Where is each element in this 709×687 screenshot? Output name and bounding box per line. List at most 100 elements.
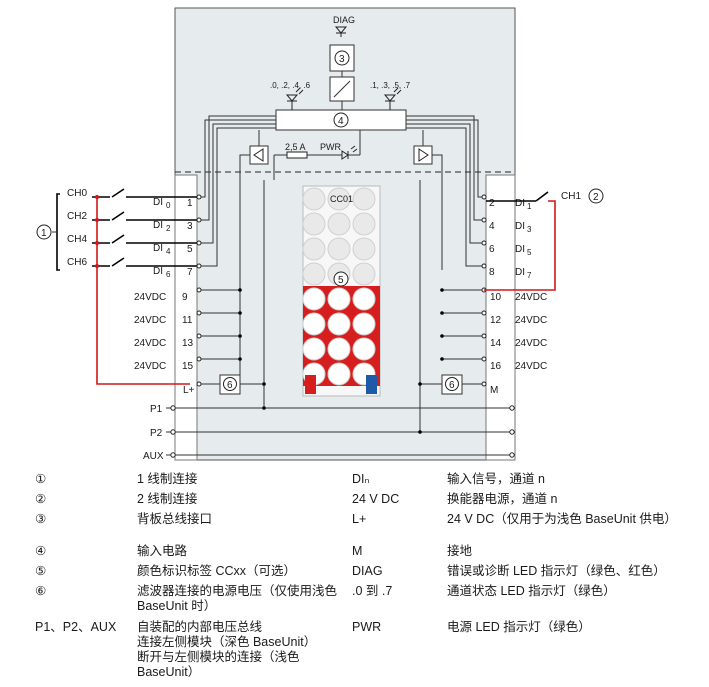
switch-icon [111,188,125,198]
legend-desc2: 电源 LED 指示灯（绿色） [447,620,591,634]
vdc-label: 24VDC [515,338,547,349]
cc-cell [352,212,376,236]
terminal-number: 12 [490,315,502,326]
vdc-label: 24VDC [134,315,166,326]
terminal-number: 10 [490,292,502,303]
fuse-icon [286,151,308,159]
di-label: DI [515,198,525,209]
terminal-number: 5 [187,244,193,255]
cc-cell [327,312,351,336]
color-code-labels [302,187,380,394]
marker-6-right: 6 [449,380,455,391]
cc-cell [302,212,326,236]
cc-cell [327,362,351,386]
di-subscript: 5 [527,248,532,257]
cc-cell [327,287,351,311]
cc-label: CC01 [330,194,353,204]
marker-1: 1 [41,228,47,239]
terminal-number: 7 [187,267,193,278]
terminal-number: 9 [182,292,188,303]
cc-cell [302,312,326,336]
terminal-number: 14 [490,338,502,349]
cc-cell [327,212,351,236]
vdc-label: 24VDC [134,338,166,349]
channel-ch1: CH1 [561,191,581,202]
di-subscript: 6 [166,270,171,279]
legend-desc2: 接地 [447,544,473,558]
filter-right [413,145,433,165]
legend-desc: 自装配的内部电压总线 连接左侧模块（深色 BaseUnit） 断开与左侧模块的连… [137,620,317,679]
switch-icon [111,257,125,267]
terminal-number: 6 [489,244,495,255]
vdc-label: 24VDC [515,315,547,326]
legend-sym: ① [35,472,47,486]
legend-desc: 1 线制连接 [137,472,198,486]
legend-sym2: M [352,544,363,558]
di-subscript: 0 [166,201,171,210]
cc-cell [302,237,326,261]
legend-desc: 颜色标识标签 CCxx（可选） [137,564,297,578]
di-label: DI [515,267,525,278]
bus-p1: P1 [150,404,163,415]
switch-icon [111,234,125,244]
lplus-label: L+ [183,385,195,396]
terminal-area-left [174,174,198,461]
cc-cell [352,237,376,261]
legend-desc: 背板总线接口 [137,512,213,526]
diag-label: DIAG [333,15,355,25]
di-label: DI [153,220,163,231]
legend-sym: ⑤ [35,564,47,578]
di-label: DI [515,244,525,255]
marker-3: 3 [339,54,345,65]
marker-5: 5 [338,275,344,286]
legend-sym2: .0 到 .7 [352,584,393,598]
legend-desc2: 通道状态 LED 指示灯（绿色） [447,584,616,598]
di-label: DI [515,221,525,232]
legend-sym: P1、P2、AUX [35,620,117,634]
cc-cell [352,262,376,286]
cc-cell [352,287,376,311]
legend-sym2: DIAG [352,564,383,578]
terminal-number: 4 [489,221,495,232]
diag-led-icon [334,26,348,37]
vdc-label: 24VDC [134,361,166,372]
legend-sym2: 24 V DC [352,492,400,506]
led-right-label: .1, .3, .5, .7 [370,81,411,90]
di-label: DI [153,243,163,254]
cc-cell [302,337,326,361]
channel-label: CH2 [67,211,87,222]
cc-cell [302,187,326,211]
channel-label: CH6 [67,257,87,268]
legend-desc: 输入电路 [137,544,188,558]
terminal-number: 3 [187,221,193,232]
marker-2: 2 [593,192,599,203]
legend-sym2: PWR [352,620,382,634]
channel-led-right-icon [383,87,402,110]
terminal-number: 13 [182,338,194,349]
legend-sym: ⑥ [35,584,47,598]
legend-desc2: 错误或诊断 LED 指示灯（绿色、红色） [447,564,666,578]
cc-cell [302,287,326,311]
terminal-number: 16 [490,361,502,372]
m-label: M [490,385,498,396]
bus-p2: P2 [150,428,163,439]
switch-icon [535,191,549,202]
bus-aux: AUX [143,451,164,462]
cc-cell [327,337,351,361]
fuse-label: 2,5 A [285,142,306,152]
cc-cell [327,237,351,261]
channel-led-left-icon [285,87,304,110]
cc-cell [327,187,351,211]
terminal-number: 8 [489,267,495,278]
marker-4: 4 [338,116,344,127]
pwr-label: PWR [320,142,341,152]
led-left-label: .0, .2, .4, .6 [270,81,311,90]
legend-sym: ④ [35,544,47,558]
legend-sym: ③ [35,512,47,526]
cc-cell [302,262,326,286]
terminal-number: 15 [182,361,194,372]
terminal-number: 11 [182,315,193,326]
